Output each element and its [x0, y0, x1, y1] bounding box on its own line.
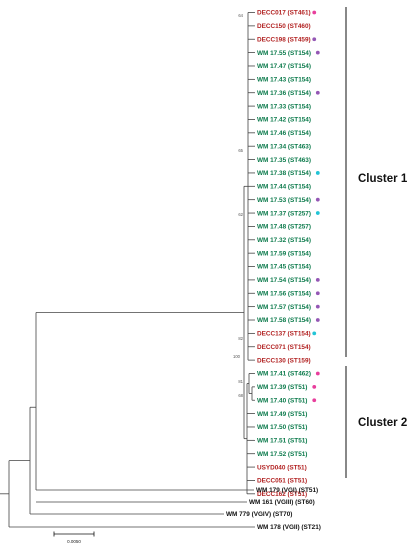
- bootstrap-value: 82: [238, 336, 243, 341]
- taxon-label: USYD040 (ST51): [257, 464, 307, 471]
- scale-bar: 0.0050: [53, 531, 95, 544]
- taxon-label: WM 17.55 (ST154): [257, 50, 311, 57]
- taxon-label: WM 17.35 (ST463): [257, 157, 311, 164]
- taxon-label: DECC162 (ST51): [257, 491, 307, 498]
- taxon-label: WM 17.57 (ST154): [257, 304, 311, 311]
- taxon-label: DECC137 (ST154): [257, 331, 311, 338]
- taxon-label: WM 17.36 (ST154): [257, 90, 311, 97]
- taxon-label: DECC130 (ST159): [257, 357, 311, 364]
- taxon-label: WM 17.47 (ST154): [257, 63, 311, 70]
- scale-bar-label: 0.0050: [67, 539, 81, 544]
- taxon-label: DECC198 (ST459): [257, 36, 311, 43]
- taxon-label: WM 17.50 (ST51): [257, 424, 307, 431]
- magenta-marker: [312, 384, 317, 389]
- taxon-label: WM 17.51 (ST51): [257, 438, 307, 445]
- purple-marker: [315, 304, 320, 309]
- bootstrap-value: 100: [233, 354, 241, 359]
- magenta-marker: [315, 371, 320, 376]
- cluster-1-label: Cluster 1: [358, 173, 408, 185]
- bootstrap-value: 64: [238, 13, 243, 18]
- taxon-label: WM 161 (VGIII) (ST60): [249, 499, 315, 506]
- taxon-label: WM 17.41 (ST462): [257, 371, 311, 378]
- taxon-label: DECC017 (ST461): [257, 10, 311, 17]
- taxon-label: WM 17.58 (ST154): [257, 317, 311, 324]
- taxon-label: WM 17.54 (ST154): [257, 277, 311, 284]
- taxon-label: WM 17.34 (ST463): [257, 143, 311, 150]
- cyan-marker: [315, 211, 320, 215]
- cyan-marker: [312, 331, 317, 336]
- cyan-marker: [315, 171, 320, 175]
- purple-marker: [315, 278, 320, 282]
- taxon-label: WM 17.40 (ST51): [257, 397, 307, 404]
- magenta-marker: [312, 10, 317, 15]
- purple-marker: [312, 37, 317, 42]
- bootstrap-values: 64 65 62 82 100 81 68: [233, 13, 244, 398]
- taxon-label: DECC150 (ST460): [257, 23, 311, 30]
- bootstrap-value: 68: [238, 393, 243, 398]
- taxon-label: WM 17.53 (ST154): [257, 197, 311, 204]
- tree-branches: [0, 12, 255, 528]
- taxon-label: WM 179 (VGI) (ST51): [256, 487, 318, 494]
- taxon-label: DECC051 (ST51): [257, 478, 307, 485]
- magenta-marker: [312, 398, 317, 403]
- taxon-label: WM 17.42 (ST154): [257, 117, 311, 124]
- bootstrap-value: 62: [238, 212, 243, 217]
- cluster-1-bracket: Cluster 1: [345, 7, 408, 357]
- taxon-label: WM 17.43 (ST154): [257, 77, 311, 84]
- taxon-label: WM 17.49 (ST51): [257, 411, 307, 418]
- cluster-2-label: Cluster 2: [358, 417, 407, 429]
- taxon-label: WM 17.44 (ST154): [257, 184, 311, 191]
- purple-marker: [315, 318, 320, 322]
- purple-marker: [315, 291, 320, 296]
- bootstrap-value: 81: [238, 379, 243, 384]
- taxon-markers: [312, 10, 320, 403]
- purple-marker: [315, 197, 320, 202]
- taxon-label: WM 17.45 (ST154): [257, 264, 311, 271]
- taxon-label: WM 779 (VGIV) (ST70): [226, 511, 292, 518]
- taxon-label: WM 17.52 (ST51): [257, 451, 307, 458]
- taxon-labels: DECC017 (ST461) DECC150 (ST460) DECC198 (S…: [226, 10, 321, 532]
- taxon-label: WM 17.59 (ST154): [257, 250, 311, 257]
- taxon-label: WM 17.33 (ST154): [257, 103, 311, 110]
- taxon-label: WM 17.37 (ST257): [257, 210, 311, 217]
- taxon-label: WM 17.32 (ST154): [257, 237, 311, 244]
- taxon-label: WM 17.46 (ST154): [257, 130, 311, 137]
- taxon-label: DECC071 (ST154): [257, 344, 311, 351]
- purple-marker: [315, 50, 320, 55]
- taxon-label: WM 178 (VGII) (ST21): [257, 524, 321, 531]
- purple-marker: [315, 90, 320, 95]
- cluster-2-bracket: Cluster 2: [345, 366, 407, 478]
- taxon-label: WM 17.56 (ST154): [257, 290, 311, 297]
- taxon-label: WM 17.38 (ST154): [257, 170, 311, 177]
- bootstrap-value: 65: [238, 148, 243, 153]
- taxon-label: WM 17.48 (ST257): [257, 224, 311, 231]
- taxon-label: WM 17.39 (ST51): [257, 384, 307, 391]
